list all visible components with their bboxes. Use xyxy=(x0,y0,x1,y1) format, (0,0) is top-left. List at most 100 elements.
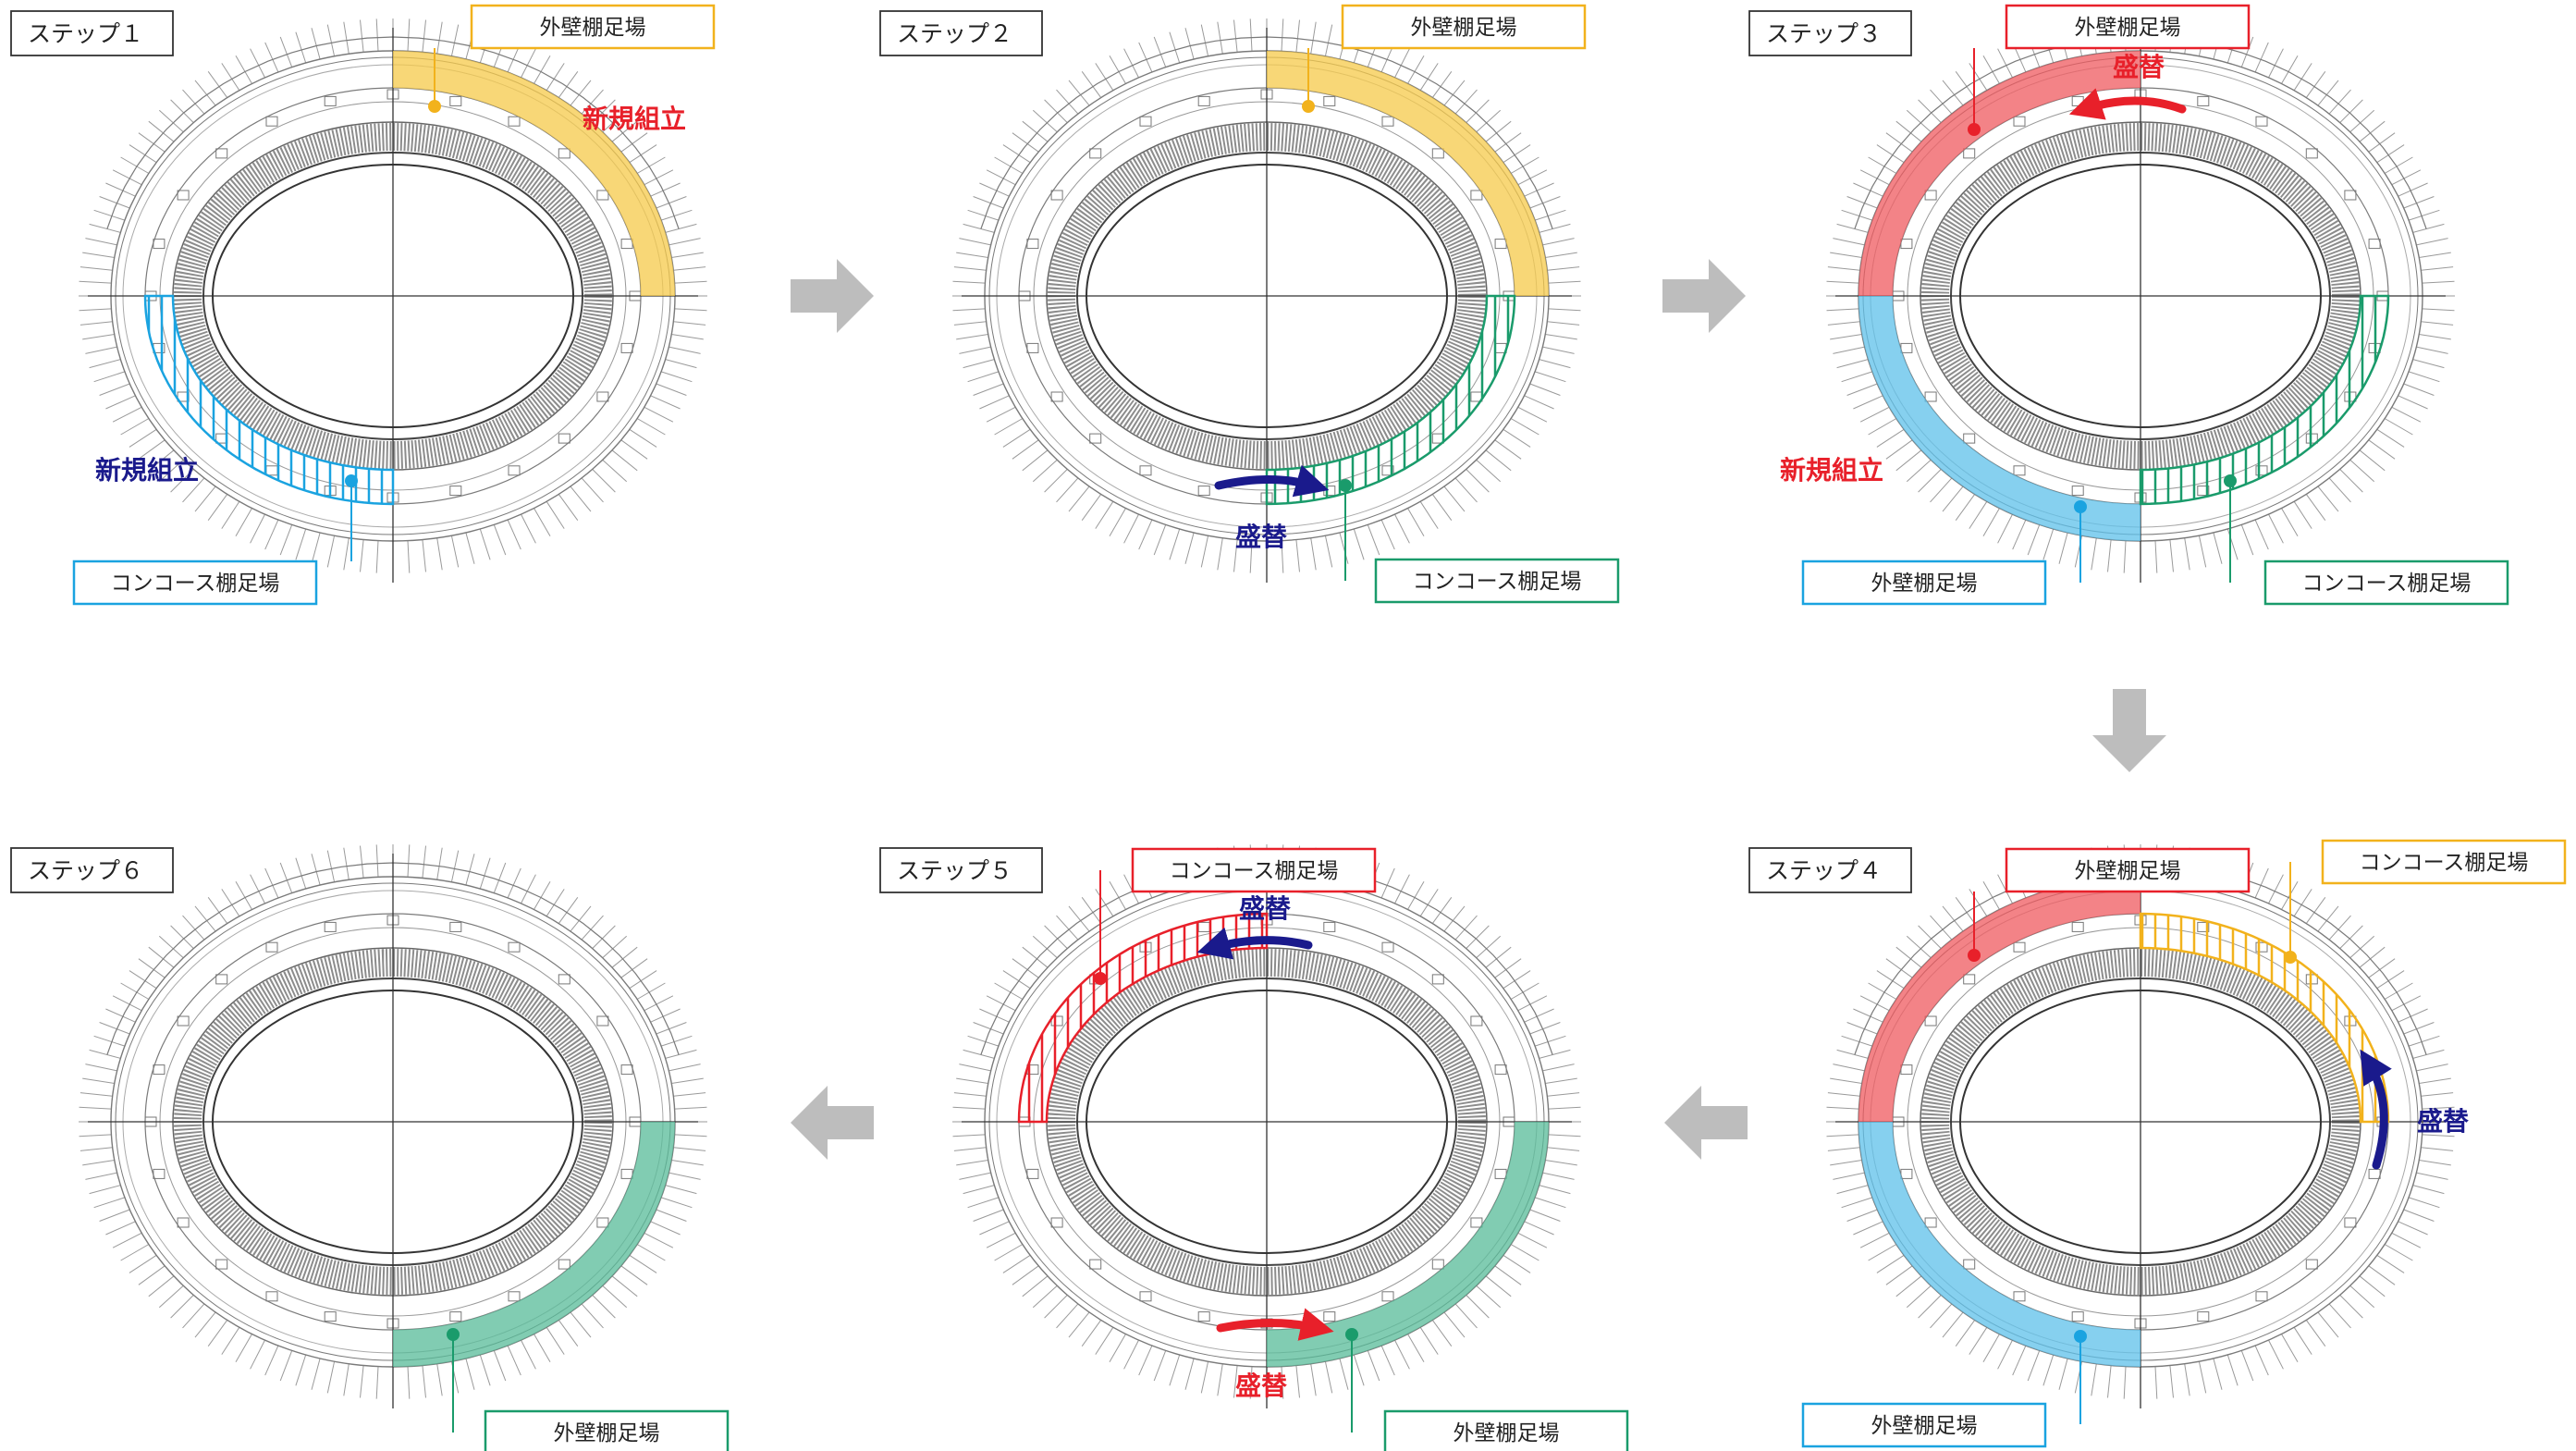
note-relocation-red: 盛替 xyxy=(1235,1371,1287,1401)
exterior-scaffold-green xyxy=(1267,1122,1549,1367)
callout-label: 外壁棚足場 xyxy=(2075,16,2181,40)
step-label-text: ステップ３ xyxy=(1766,20,1882,47)
callout-dot xyxy=(447,1328,460,1341)
exterior-scaffold-red xyxy=(1858,51,2141,296)
concourse-scaffold-yellow xyxy=(2139,912,2390,1124)
flow-arrow-3-to-4 xyxy=(2092,689,2166,772)
step-label: ステップ５ xyxy=(879,847,1043,893)
callout-exterior-scaffold-blue: 外壁棚足場 xyxy=(1801,500,2087,606)
step-label-text: ステップ１ xyxy=(28,20,143,47)
callout-dot xyxy=(345,474,358,487)
relocation-arrow-red xyxy=(1216,1308,1334,1341)
callout-dot xyxy=(1094,972,1107,985)
callout-label: 外壁棚足場 xyxy=(2075,859,2181,883)
step-label: ステップ３ xyxy=(1748,10,1912,56)
exterior-scaffold-green xyxy=(393,1122,675,1367)
note-new-assembly-navy: 新規組立 xyxy=(95,455,199,486)
callout-box xyxy=(1801,1402,2047,1448)
exterior-scaffold-blue xyxy=(1858,1122,2141,1367)
note-new-assembly: 新規組立 xyxy=(1780,455,1883,486)
note-relocation-navy: 盛替 xyxy=(1239,893,1291,924)
callout-concourse-scaffold: コンコース棚足場 xyxy=(1094,847,1377,985)
callout-label: 外壁棚足場 xyxy=(554,1421,660,1445)
callout-label: コンコース棚足場 xyxy=(111,572,280,596)
callout-dot xyxy=(1302,100,1315,113)
step-label-text: ステップ５ xyxy=(897,857,1012,884)
relocation-arrow xyxy=(2068,88,2187,120)
callout-exterior-scaffold-red: 外壁棚足場 xyxy=(1968,4,2251,136)
callout-label: 外壁棚足場 xyxy=(1411,16,1517,40)
concourse-scaffold-red xyxy=(1017,912,1269,1124)
step-label-text: ステップ２ xyxy=(897,20,1012,47)
callout-box xyxy=(2321,839,2567,885)
note-relocation: 盛替 xyxy=(2417,1106,2469,1137)
step-label: ステップ２ xyxy=(879,10,1043,56)
callout-exterior-scaffold: 外壁棚足場 xyxy=(428,4,716,113)
exterior-scaffold-yellow xyxy=(393,51,675,296)
exterior-scaffold-blue xyxy=(1858,296,2141,541)
callout-concourse-scaffold: コンコース棚足場 xyxy=(72,474,358,606)
callout-box xyxy=(2005,4,2251,50)
concourse-scaffold-blue xyxy=(143,294,395,506)
callout-box xyxy=(2005,847,2251,893)
relocation-arrow xyxy=(2360,1049,2392,1170)
callout-exterior-scaffold: 外壁棚足場 xyxy=(447,1328,730,1451)
callout-dot xyxy=(2224,474,2237,487)
note-relocation: 盛替 xyxy=(2113,52,2165,82)
step-label: ステップ１ xyxy=(10,10,174,56)
step-label: ステップ６ xyxy=(10,847,174,893)
callout-dot xyxy=(428,100,441,113)
flow-arrow-4-to-5 xyxy=(1664,1086,1748,1160)
callout-box xyxy=(1801,559,2047,606)
callout-label: コンコース棚足場 xyxy=(2360,851,2529,875)
relocation-arrow xyxy=(1214,464,1330,498)
flow-arrow-2-to-3 xyxy=(1662,259,1746,333)
step-label: ステップ４ xyxy=(1748,847,1912,893)
step-label-text: ステップ６ xyxy=(28,857,143,884)
step-panel-6: ステップ６ 外壁棚足場 xyxy=(10,844,730,1451)
note-relocation: 盛替 xyxy=(1235,522,1287,552)
callout-dot xyxy=(2284,951,2297,964)
flow-arrow-1-to-2 xyxy=(791,259,874,333)
step-label-text: ステップ４ xyxy=(1766,857,1882,884)
stadium-plan-drawing xyxy=(79,844,707,1408)
callout-box xyxy=(1383,1409,1629,1451)
callout-box xyxy=(484,1409,730,1451)
callout-dot xyxy=(2074,1330,2087,1343)
callout-exterior-scaffold: 外壁棚足場 xyxy=(1345,1328,1629,1451)
exterior-scaffold-yellow xyxy=(1267,51,1549,296)
callout-exterior-scaffold-blue: 外壁棚足場 xyxy=(1801,1330,2087,1448)
callout-label: コンコース棚足場 xyxy=(2302,572,2472,596)
callout-dot xyxy=(1968,123,1981,136)
callout-concourse-scaffold: コンコース棚足場 xyxy=(2224,474,2509,606)
relocation-arrow-navy xyxy=(1196,927,1313,960)
callout-exterior-scaffold-red: 外壁棚足場 xyxy=(1968,847,2251,962)
callout-box xyxy=(1374,558,1620,604)
callout-concourse-scaffold: コンコース棚足場 xyxy=(1339,479,1620,604)
note-new-assembly-red: 新規組立 xyxy=(583,104,686,134)
callout-box xyxy=(470,4,716,50)
callout-label: 外壁棚足場 xyxy=(1871,1414,1978,1438)
stadium-plan-drawing xyxy=(1826,18,2455,583)
stadium-plan-drawing xyxy=(1826,844,2455,1408)
callout-label: 外壁棚足場 xyxy=(1871,572,1978,596)
callout-exterior-scaffold: 外壁棚足場 xyxy=(1302,4,1587,113)
flow-arrow-5-to-6 xyxy=(791,1086,874,1160)
callout-dot xyxy=(2074,500,2087,513)
callout-label: コンコース棚足場 xyxy=(1170,859,1339,883)
callout-label: 外壁棚足場 xyxy=(1454,1421,1560,1445)
callout-label: コンコース棚足場 xyxy=(1413,570,1582,594)
concourse-scaffold-green xyxy=(2139,294,2390,506)
callout-dot xyxy=(1968,949,1981,962)
callout-label: 外壁棚足場 xyxy=(540,16,646,40)
exterior-scaffold-red xyxy=(1858,877,2141,1122)
callout-dot xyxy=(1339,479,1352,492)
callout-box xyxy=(1131,847,1377,893)
callout-concourse-scaffold: コンコース棚足場 xyxy=(2284,839,2567,964)
callout-box xyxy=(2263,559,2509,606)
